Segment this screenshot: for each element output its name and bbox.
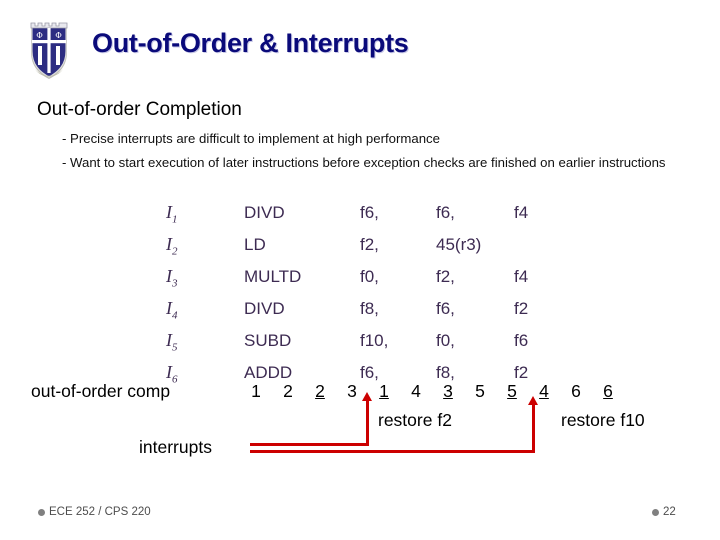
annotation-restore-f2: restore f2: [378, 410, 452, 430]
instruction-operand-src2: f6: [514, 331, 529, 351]
duke-university-crest-logo: Φ Φ: [30, 22, 68, 79]
bullet-item: - Precise interrupts are difficult to im…: [62, 131, 440, 146]
sequence-value: 3: [443, 381, 453, 401]
sequence-value: 2: [315, 381, 325, 401]
sequence-value: 5: [507, 381, 517, 401]
instruction-operand-src2: f4: [514, 267, 529, 287]
bullet-dot-icon: [652, 508, 659, 516]
instruction-label: I2: [166, 234, 178, 258]
instruction-row: I6 ADDD f6, f8, f2: [166, 361, 554, 393]
svg-text:Φ: Φ: [55, 31, 62, 40]
instruction-opcode: DIVD: [244, 203, 285, 222]
sequence-value: 6: [571, 381, 581, 401]
instruction-opcode: DIVD: [244, 299, 285, 319]
instruction-operand-dest: f6,: [360, 203, 379, 222]
sequence-slot-9: 4: [528, 381, 560, 402]
sequence-slot-10: 6: [560, 381, 592, 402]
sequence-slot-4: 1: [368, 381, 400, 402]
instruction-operand-src1: 45(r3): [436, 235, 482, 255]
instruction-operand-src1: f6,: [436, 203, 455, 222]
instruction-opcode: ADDD: [244, 363, 293, 383]
instruction-operand-dest: f0,: [360, 267, 379, 287]
interrupt-connector-riser-upper: [366, 399, 369, 446]
footer-page: 22: [652, 506, 676, 518]
instruction-row: I4 DIVD f8, f6, f2: [166, 297, 554, 329]
interrupt-connector-line-upper: [250, 443, 369, 446]
instruction-operand-dest: f10,: [360, 331, 389, 351]
instruction-row: I1 DIVD f6, f6, f4: [166, 201, 554, 233]
instruction-operand-src2: f2: [514, 363, 529, 383]
sequence-value: 4: [411, 381, 421, 401]
interrupt-connector-riser-lower: [532, 403, 535, 453]
instruction-label: I1: [166, 202, 178, 226]
interrupt-arrow-icon-first: [362, 392, 372, 401]
sequence-slot-11: 6: [592, 381, 624, 402]
sequence-slot-7: 5: [464, 381, 496, 402]
sequence-value: 1: [379, 381, 389, 401]
instruction-label: I6: [166, 362, 178, 387]
footer-course-label: ECE 252 / CPS 220: [49, 506, 151, 518]
sequence-value: 2: [283, 381, 293, 401]
instruction-operand-src2: f4: [514, 203, 529, 222]
sequence-slot-3: 3: [336, 381, 368, 402]
instruction-label: I4: [166, 298, 178, 322]
bullet-item: - Want to start execution of later instr…: [62, 155, 666, 170]
instruction-operand-src1: f8,: [436, 363, 455, 383]
instruction-opcode: SUBD: [244, 331, 292, 351]
instruction-opcode: LD: [244, 235, 266, 255]
annotation-restore-f10: restore f10: [561, 410, 645, 430]
footer-course: ECE 252 / CPS 220: [38, 506, 151, 518]
instruction-operand-dest: f8,: [360, 299, 379, 319]
instruction-operand-src1: f0,: [436, 331, 455, 351]
instruction-operand-dest: f6,: [360, 363, 379, 383]
sequence-value: 4: [539, 381, 549, 401]
interrupt-arrow-icon-second: [528, 396, 538, 405]
sequence-slot-1: 2: [272, 381, 304, 402]
section-heading: Out-of-order Completion: [37, 99, 242, 120]
sequence-value: 3: [347, 381, 357, 401]
instruction-row: I5 SUBD f10, f0, f6: [166, 329, 554, 361]
page-title: Out-of-Order & Interrupts: [92, 28, 409, 58]
instruction-operand-dest: f2,: [360, 235, 379, 255]
sequence-slot-0: 1: [240, 381, 272, 402]
sequence-slot-8: 5: [496, 381, 528, 402]
instruction-row: I3 MULTD f0, f2, f4: [166, 265, 554, 297]
svg-text:Φ: Φ: [36, 31, 43, 40]
instruction-opcode: MULTD: [244, 267, 302, 287]
instruction-label: I5: [166, 330, 178, 354]
instruction-operand-src2: f2: [514, 299, 529, 319]
bullet-dot-icon: [38, 508, 45, 516]
instruction-label: I3: [166, 266, 178, 290]
instruction-operand-src1: f2,: [436, 267, 455, 287]
sequence-slot-2: 2: [304, 381, 336, 402]
sequence-slot-6: 3: [432, 381, 464, 402]
instruction-operand-src2: [514, 233, 554, 265]
sequence-value: 1: [251, 381, 261, 401]
timeline-row-label: out-of-order comp: [31, 381, 171, 401]
instruction-row: I2 LD f2, 45(r3): [166, 233, 554, 265]
sequence-value: 6: [603, 381, 613, 401]
interrupt-connector-line-lower: [250, 450, 535, 453]
interrupts-label: interrupts: [139, 437, 212, 457]
sequence-slot-5: 4: [400, 381, 432, 402]
completion-sequence: 1 2 2 3 1 4 3 5 5 4 6 6: [240, 381, 624, 402]
instruction-operand-src1: f6,: [436, 299, 455, 319]
page-number-label: 22: [663, 506, 676, 518]
sequence-value: 5: [475, 381, 485, 401]
